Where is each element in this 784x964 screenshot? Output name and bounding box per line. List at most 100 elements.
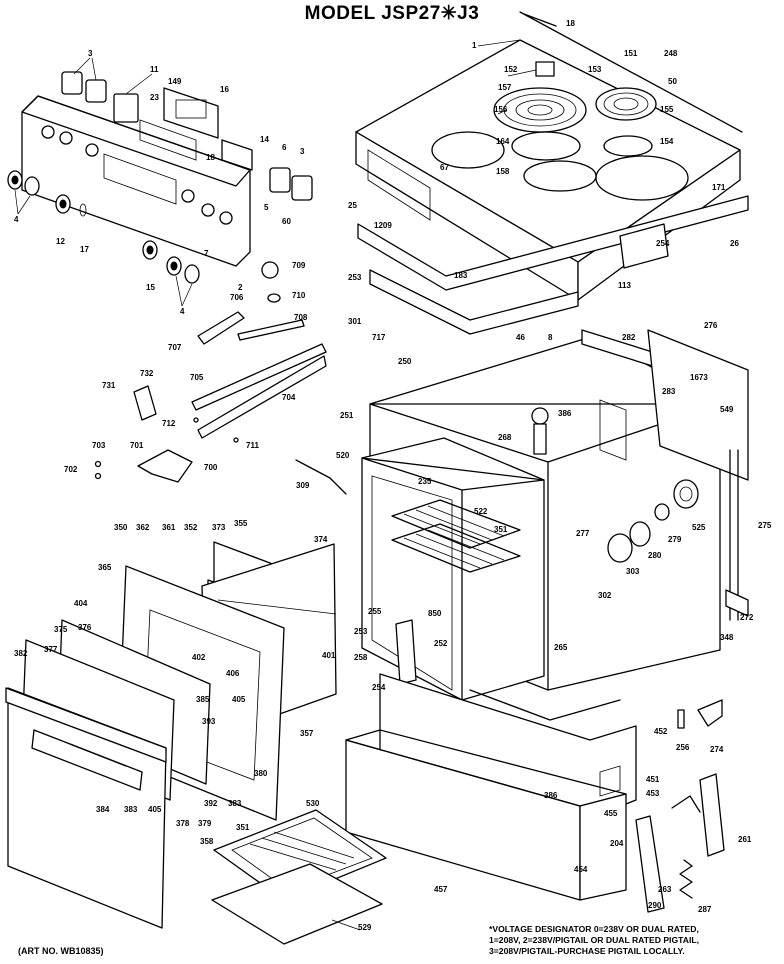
broiler-pan: [211, 809, 387, 945]
part-label: 287: [698, 905, 712, 914]
part-label: 374: [314, 535, 328, 544]
part-label: 703: [92, 441, 106, 450]
part-label: 276: [704, 321, 718, 330]
oven-liner: [361, 437, 545, 701]
part-label: 183: [454, 271, 468, 280]
part-labels: 3 11 149 16 23 14 6 3 4 12 17 7 5 60 15 …: [14, 19, 772, 932]
part-label: 453: [646, 789, 660, 798]
part-label: 248: [664, 49, 678, 58]
part-label: 280: [648, 551, 662, 560]
art-number: (ART NO. WB10835): [18, 946, 104, 956]
part-label: 717: [372, 333, 386, 342]
part-label: 254: [372, 683, 386, 692]
part-label: 365: [98, 563, 112, 572]
part-label: 277: [576, 529, 590, 538]
part-label: 303: [626, 567, 640, 576]
voltage-note: *VOLTAGE DESIGNATOR 0=238V OR DUAL RATED…: [489, 924, 779, 957]
part-label: 393: [202, 717, 216, 726]
part-label: 290: [648, 901, 662, 910]
part-label: 204: [610, 839, 624, 848]
part-label: 385: [196, 695, 210, 704]
part-label: 309: [296, 481, 310, 490]
part-label: 8: [548, 333, 553, 342]
part-label: 455: [604, 809, 618, 818]
part-label: 549: [720, 405, 734, 414]
part-label: 153: [588, 65, 602, 74]
part-label: 1673: [690, 373, 708, 382]
part-label: 5: [264, 203, 269, 212]
part-label: 261: [738, 835, 752, 844]
part-label: 383: [228, 799, 242, 808]
part-label: 452: [654, 727, 668, 736]
part-label: 12: [56, 237, 65, 246]
part-label: 404: [74, 599, 88, 608]
voltage-note-line: 1=208V, 2=238V/PIGTAIL OR DUAL RATED PIG…: [489, 935, 699, 945]
part-label: 151: [624, 49, 638, 58]
part-label: 6: [282, 143, 287, 152]
diagram-title: MODEL JSP27✳J3: [304, 3, 480, 24]
part-label: 18: [566, 19, 575, 28]
part-label: 157: [498, 83, 512, 92]
part-label: 301: [348, 317, 362, 326]
part-label: 46: [516, 333, 525, 342]
leader-lines: [14, 39, 537, 931]
part-label: 263: [658, 885, 672, 894]
part-label: 710: [292, 291, 306, 300]
part-label: 732: [140, 369, 154, 378]
part-label: 256: [676, 743, 690, 752]
part-label: 379: [198, 819, 212, 828]
part-label: 252: [434, 639, 448, 648]
part-label: 454: [574, 865, 588, 874]
part-label: 26: [730, 239, 739, 248]
part-label: 702: [64, 465, 78, 474]
surface-units: [493, 61, 657, 192]
part-label: 7: [204, 249, 209, 258]
part-label: 171: [712, 183, 726, 192]
part-label: 67: [440, 163, 449, 172]
part-label: 361: [162, 523, 176, 532]
part-label: 350: [114, 523, 128, 532]
part-label: 164: [496, 137, 510, 146]
part-label: 351: [494, 525, 508, 534]
part-label: 850: [428, 609, 442, 618]
part-label: 708: [294, 313, 308, 322]
part-label: 383: [124, 805, 138, 814]
part-label: 358: [200, 837, 214, 846]
part-label: 709: [292, 261, 306, 270]
part-label: 700: [204, 463, 218, 472]
part-label: 348: [720, 633, 734, 642]
oven-elements: [295, 407, 749, 729]
part-label: 731: [102, 381, 116, 390]
part-label: 302: [598, 591, 612, 600]
door-hinge-assembly: [94, 261, 327, 483]
part-label: 3: [300, 147, 305, 156]
part-label: 520: [336, 451, 350, 460]
part-label: 706: [230, 293, 244, 302]
oven-racks: [391, 499, 521, 573]
part-label: 704: [282, 393, 296, 402]
part-label: 525: [692, 523, 706, 532]
part-label: 401: [322, 651, 336, 660]
part-label: 235: [418, 477, 432, 486]
part-label: 351: [236, 823, 250, 832]
part-label: 522: [474, 507, 488, 516]
part-label: 14: [260, 135, 269, 144]
part-label: 402: [192, 653, 206, 662]
part-label: 405: [148, 805, 162, 814]
part-label: 4: [14, 215, 19, 224]
part-label: 250: [398, 357, 412, 366]
part-label: 362: [136, 523, 150, 532]
part-label: 376: [78, 623, 92, 632]
part-label: 255: [368, 607, 382, 616]
part-label: 11: [150, 65, 159, 74]
part-label: 375: [54, 625, 68, 634]
part-label: 3: [88, 49, 93, 58]
part-label: 158: [496, 167, 510, 176]
part-label: 155: [660, 105, 674, 114]
part-label: 152: [504, 65, 518, 74]
part-label: 530: [306, 799, 320, 808]
part-label: 382: [14, 649, 28, 658]
part-label: 529: [358, 923, 372, 932]
part-label: 378: [176, 819, 190, 828]
voltage-note-line: *VOLTAGE DESIGNATOR 0=238V OR DUAL RATED…: [489, 924, 699, 934]
